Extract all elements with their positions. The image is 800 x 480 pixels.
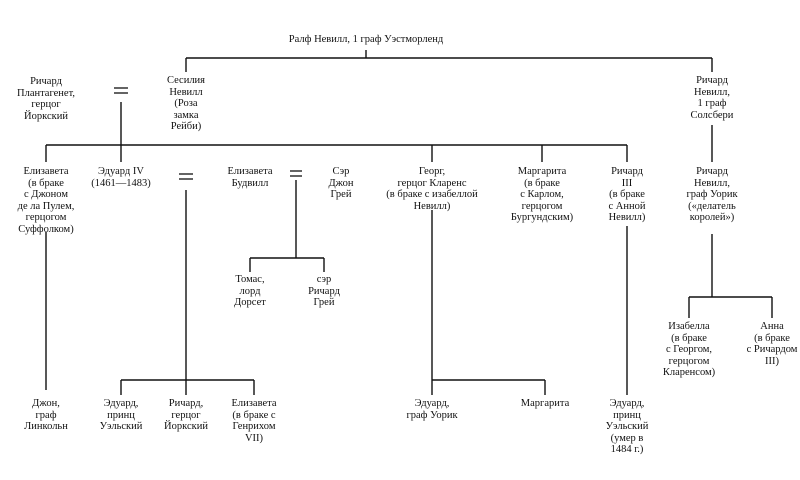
node-margaret-burgundy: Маргарита (в браке с Карлом, герцогом Бу… — [510, 166, 574, 223]
node-elizabeth-henry-vii: Елизавета (в браке с Генрихом VII) — [231, 398, 277, 444]
grey-marriage-sign — [290, 170, 302, 177]
node-warwick-kingmaker: Ричард Невилл, граф Уорик («делатель кор… — [686, 166, 738, 223]
node-richard-plantagenet: Ричард Плантагенет, герцог Йоркский — [16, 76, 76, 122]
york-marriage-sign — [114, 87, 128, 94]
node-cecily-neville: Сесилия Невилл (Роза замка Рейби) — [166, 75, 206, 132]
node-richard-salisbury: Ричард Невилл, 1 граф Солсбери — [690, 75, 734, 121]
node-john-grey: Сэр Джон Грей — [328, 166, 354, 200]
node-anne-neville: Анна (в браке с Ричардом III) — [746, 321, 798, 367]
node-richard-duke-york: Ричард, герцог Йоркский — [164, 398, 208, 432]
node-elizabeth-suffolk: Елизавета (в браке с Джоном де ла Пулем,… — [17, 166, 75, 235]
node-edward-earl-warwick: Эдуард, граф Уорик — [406, 398, 458, 421]
node-ralph-neville: Ралф Невилл, 1 граф Уэстморленд — [288, 34, 444, 45]
node-richard-iii: Ричард III (в браке с Анной Невилл) — [608, 166, 646, 223]
node-margaret-pole: Маргарита — [520, 398, 570, 409]
node-elizabeth-woodville: Елизавета Будвилл — [227, 166, 273, 189]
node-thomas-dorset: Томас, лорд Дорсет — [234, 274, 266, 308]
node-edward-prince-wales-1484: Эдуард, принц Уэльский (умер в 1484 г.) — [605, 398, 649, 455]
node-isabella-neville: Изабелла (в браке с Георгом, герцогом Кл… — [662, 321, 716, 378]
node-edward-iv: Эдуард IV (1461—1483) — [91, 166, 151, 189]
node-edward-prince-wales: Эдуард, принц Уэльский — [99, 398, 143, 432]
node-george-clarence: Георг, герцог Кларенс (в браке с изабелл… — [386, 166, 478, 212]
edward-marriage-sign — [179, 173, 193, 180]
node-richard-grey: сэр Ричард Грей — [308, 274, 340, 308]
node-john-lincoln: Джон, граф Линкольн — [24, 398, 68, 432]
